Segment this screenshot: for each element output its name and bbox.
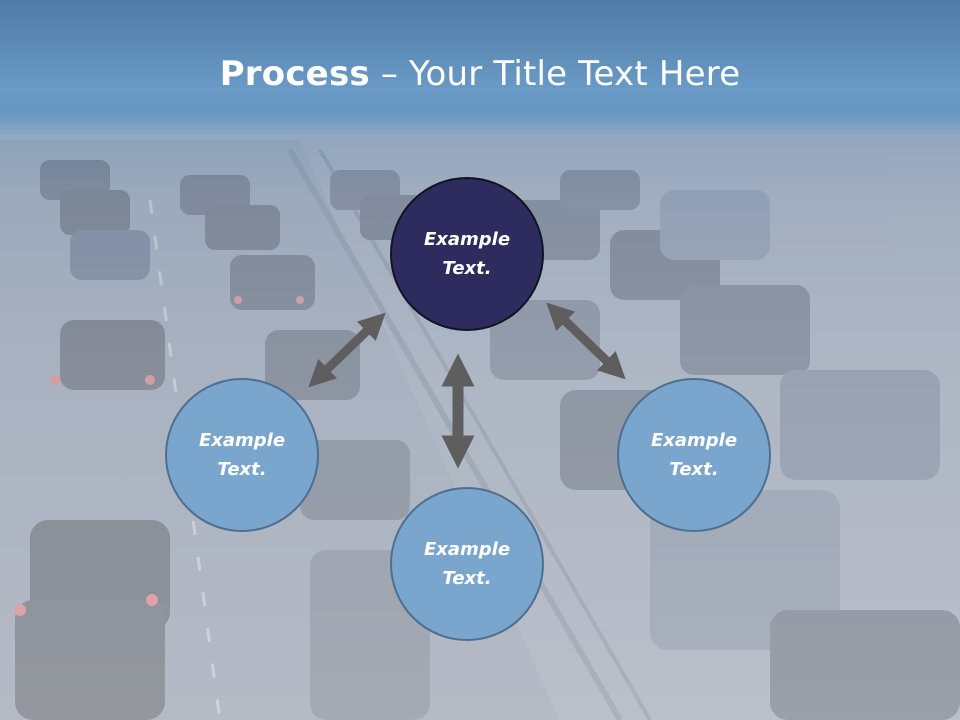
process-node-bottom: Example Text. bbox=[390, 487, 544, 641]
node-text-line2: Text. bbox=[217, 459, 267, 480]
process-node-center: Example Text. bbox=[390, 177, 544, 331]
double-arrow-right bbox=[546, 302, 626, 380]
slide-title: Process – Your Title Text Here bbox=[0, 54, 960, 94]
process-node-right: Example Text. bbox=[617, 378, 771, 532]
node-text-line2: Text. bbox=[669, 459, 719, 480]
node-text-line2: Text. bbox=[442, 258, 492, 279]
process-node-left: Example Text. bbox=[165, 378, 319, 532]
double-arrow-left bbox=[308, 312, 386, 388]
title-bold: Process bbox=[219, 54, 370, 94]
node-text-line1: Example bbox=[423, 229, 511, 250]
node-text-line2: Text. bbox=[442, 568, 492, 589]
title-band bbox=[0, 0, 960, 130]
node-text-line1: Example bbox=[650, 430, 738, 451]
node-text-line1: Example bbox=[423, 539, 511, 560]
node-text-line1: Example bbox=[198, 430, 286, 451]
title-rest: – Your Title Text Here bbox=[369, 54, 741, 94]
